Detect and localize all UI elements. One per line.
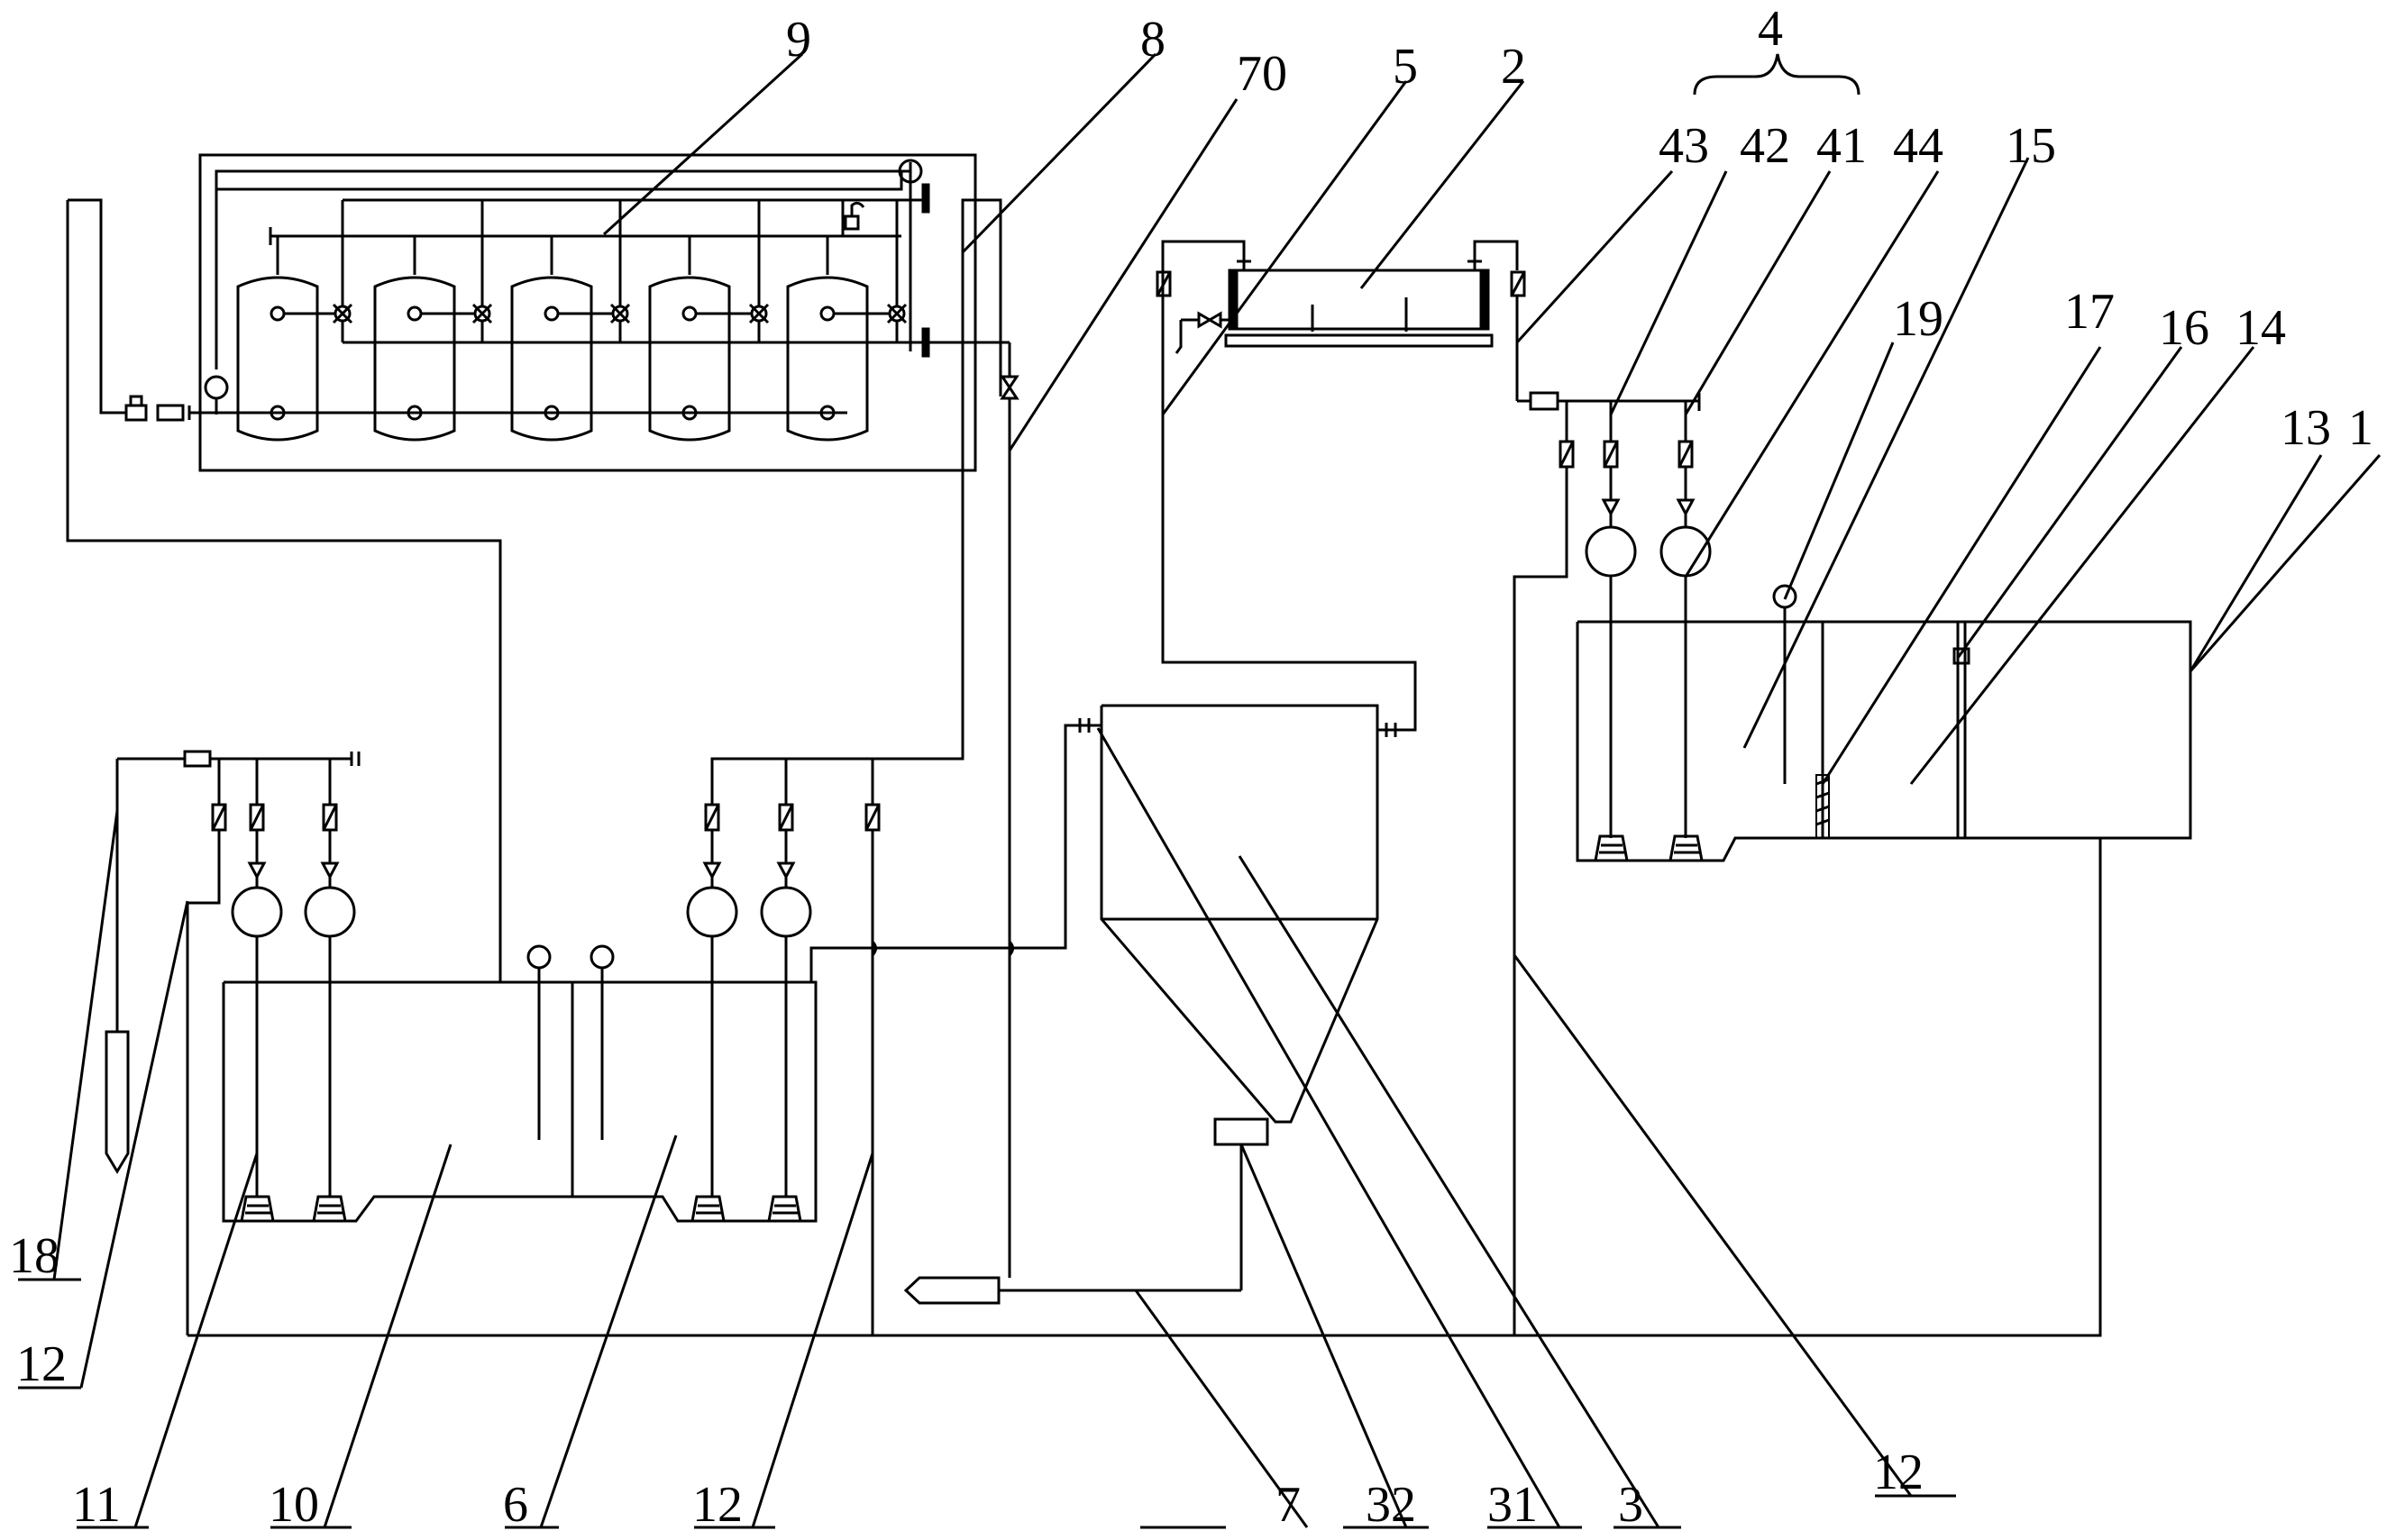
filter-tank-4 [648, 276, 752, 442]
multiway-valve-icon [332, 303, 908, 324]
callout-labels: 9 8 70 5 2 4 43 42 41 44 15 19 17 16 14 … [9, 1, 2373, 1533]
label-8: 8 [1140, 12, 1166, 68]
aerator-icon [240, 1195, 802, 1223]
settling-tank [809, 257, 1417, 1305]
label-12c: 12 [1873, 1444, 1924, 1500]
label-1: 1 [2348, 400, 2373, 456]
pump-icon [686, 886, 738, 938]
label-32: 32 [1366, 1477, 1416, 1533]
filter-tank-1 [236, 276, 335, 442]
label-2: 2 [1501, 39, 1526, 95]
label-9: 9 [786, 12, 811, 68]
label-6: 6 [503, 1477, 528, 1533]
label-3: 3 [1618, 1477, 1643, 1533]
label-44: 44 [1893, 118, 1943, 174]
label-41: 41 [1816, 118, 1867, 174]
label-13: 13 [2281, 400, 2331, 456]
label-10: 10 [269, 1477, 319, 1533]
sludge-outlet [1213, 1117, 1269, 1146]
filter-frame [198, 153, 977, 472]
label-15: 15 [2006, 118, 2056, 174]
label-18: 18 [9, 1228, 59, 1284]
label-43: 43 [1659, 118, 1709, 174]
label-31: 31 [1487, 1477, 1538, 1533]
pump-icon [231, 886, 283, 938]
pump-icon [1585, 525, 1637, 578]
leader-lines [18, 52, 2381, 1529]
label-17: 17 [2064, 284, 2115, 340]
label-11: 11 [72, 1477, 121, 1533]
label-4: 4 [1758, 1, 1783, 57]
dosing-pump-group [1513, 391, 1712, 1335]
label-5: 5 [1393, 39, 1418, 95]
filter-tank-array [68, 153, 1002, 472]
filter-tank-3 [510, 276, 613, 442]
pump-icon [760, 886, 812, 938]
right-tank [1514, 584, 2192, 1337]
label-12a: 12 [16, 1336, 67, 1392]
pump-icon [304, 886, 356, 938]
label-12b: 12 [692, 1477, 743, 1533]
filter-tank-5 [786, 276, 890, 442]
middle-pump-group [686, 198, 1002, 1335]
label-19: 19 [1893, 291, 1943, 347]
group-brace [1693, 53, 1860, 96]
left-tank [222, 944, 818, 1223]
aerator-icon [1594, 834, 1704, 862]
label-42: 42 [1740, 118, 1790, 174]
filter-tank-2 [373, 276, 475, 442]
label-14: 14 [2235, 300, 2286, 356]
filter-inner-frame [215, 169, 903, 191]
left-pump-group [105, 750, 361, 1335]
label-7: 7 [1275, 1477, 1301, 1533]
label-16: 16 [2159, 300, 2209, 356]
label-70: 70 [1237, 46, 1287, 102]
filter-unit [1156, 240, 1526, 451]
